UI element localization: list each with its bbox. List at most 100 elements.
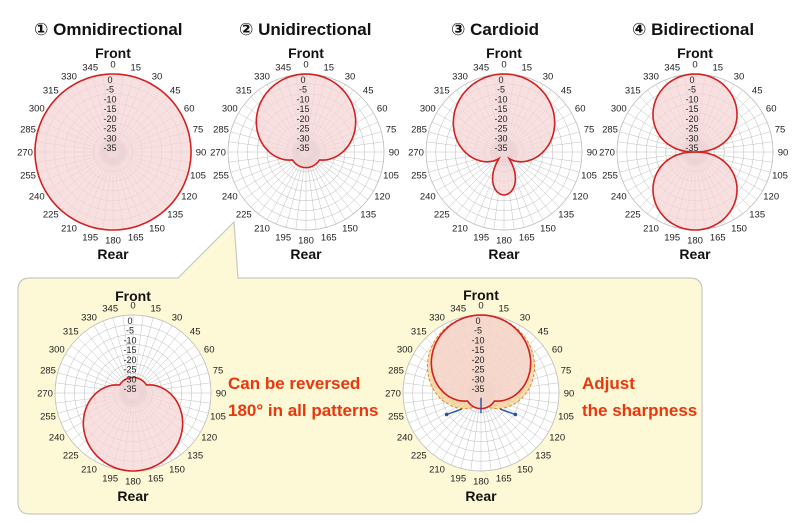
reversed-level-label: -20 — [123, 355, 136, 365]
uni-angle-label: 0 — [303, 60, 308, 71]
cardioid-grid-spoke — [456, 156, 501, 215]
omni-angle-label: 90 — [196, 148, 207, 159]
bi-angle-label: 270 — [599, 148, 615, 159]
reversed-grid-spoke — [133, 315, 144, 387]
uni-angle-label: 75 — [386, 125, 397, 136]
sharpness-level-label: -5 — [474, 326, 482, 336]
omni-angle-label: 120 — [181, 192, 197, 203]
cardioid-angle-label: 285 — [411, 125, 427, 136]
omni-level-label: -5 — [106, 85, 114, 95]
uni-grid-spoke — [243, 155, 302, 200]
bi-angle-label: 240 — [611, 192, 627, 203]
reversed-angle-label: 315 — [63, 326, 79, 337]
sharpness-angle-label: 270 — [385, 389, 401, 400]
uni-grid-spoke — [308, 157, 346, 220]
omni-angle-label: 45 — [170, 85, 181, 96]
reversed-level-label: -30 — [123, 374, 136, 384]
uni-angle-label: 330 — [254, 71, 270, 82]
sharpness-angle-label: 75 — [561, 366, 572, 377]
omni-angle-label: 165 — [128, 233, 144, 244]
uni-angle-label: 240 — [222, 192, 238, 203]
reversed-angle-label: 150 — [169, 465, 185, 476]
bi-angle-label: 180 — [687, 236, 703, 247]
bi-angle-label: 345 — [664, 63, 680, 74]
sharpness-angle-label: 330 — [429, 312, 445, 323]
reversed-grid-spoke — [136, 330, 181, 389]
reversed-angle-label: 240 — [49, 433, 65, 444]
uni-angle-label: 90 — [389, 148, 400, 159]
uni-angle-label: 135 — [360, 210, 376, 221]
sharpness-arrow-head — [513, 412, 518, 417]
cardioid-angle-label: 255 — [411, 170, 427, 181]
sharpness-level-label: -25 — [471, 365, 484, 375]
reversed-angle-label: 120 — [201, 433, 217, 444]
cardioid-angle-label: 120 — [572, 192, 588, 203]
sharpness-angle-label: 225 — [411, 451, 427, 462]
omni-level-label: -30 — [103, 133, 116, 143]
sharpness-angle-label: 315 — [411, 326, 427, 337]
bi-rear-label: Rear — [679, 246, 711, 262]
uni-angle-label: 150 — [342, 224, 358, 235]
omni-rear-label: Rear — [97, 246, 129, 262]
bi-angle-label: 135 — [749, 210, 765, 221]
sharpness-angle-label: 240 — [397, 433, 413, 444]
cardioid-angle-label: 150 — [540, 224, 556, 235]
sharpness-note-line2: the sharpness — [582, 401, 698, 420]
cardioid-angle-label: 15 — [522, 63, 533, 74]
reversed-angle-label: 165 — [148, 474, 164, 485]
sharpness-angle-label: 195 — [450, 474, 466, 485]
sharpness-angle-label: 15 — [499, 304, 510, 315]
cardioid-angle-label: 45 — [561, 85, 572, 96]
bi-angle-label: 255 — [602, 170, 618, 181]
uni-grid-spoke — [311, 154, 374, 192]
reversed-angle-label: 225 — [63, 451, 79, 462]
uni-angle-label: 180 — [298, 236, 314, 247]
cardioid-angle-label: 330 — [452, 71, 468, 82]
reversed-note: Can be reversed 180° in all patterns — [228, 370, 378, 424]
sharpness-angle-label: 0 — [478, 301, 483, 312]
cardioid-level-label: 0 — [498, 75, 503, 85]
sharpness-angle-label: 165 — [496, 474, 512, 485]
omni-level-label: -35 — [103, 143, 116, 153]
cardioid-angle-label: 180 — [496, 236, 512, 247]
reversed-grid-spoke — [134, 317, 154, 388]
sharpness-level-label: -15 — [471, 345, 484, 355]
bi-angle-label: 195 — [664, 233, 680, 244]
reversed-rear-label: Rear — [117, 488, 149, 504]
bi-angle-label: 45 — [752, 85, 763, 96]
sharpness-grid-spoke — [460, 398, 480, 469]
reversed-level-label: -15 — [123, 345, 136, 355]
cardioid-grid-spoke — [508, 156, 560, 208]
sharpness-note-line1: Adjust — [582, 374, 635, 393]
sharpness-angle-label: 135 — [535, 451, 551, 462]
bi-level-label: -35 — [685, 143, 698, 153]
uni-level-label: -15 — [296, 104, 309, 114]
cardioid-level-label: -25 — [494, 124, 507, 134]
omni-angle-label: 210 — [61, 224, 77, 235]
omni-angle-label: 195 — [82, 233, 98, 244]
cardioid-level-label: -20 — [494, 114, 507, 124]
bi-angle-label: 315 — [625, 85, 641, 96]
cardioid-angle-label: 60 — [575, 104, 586, 115]
sharpness-grid-spoke — [482, 398, 502, 469]
bi-angle-label: 105 — [772, 170, 788, 181]
sharpness-angle-label: 90 — [564, 389, 575, 400]
omni-level-label: -25 — [103, 124, 116, 134]
cardioid-angle-label: 30 — [543, 71, 554, 82]
bi-level-label: 0 — [689, 75, 694, 85]
bi-angle-label: 75 — [775, 125, 786, 136]
omni-angle-label: 0 — [110, 60, 115, 71]
reversed-grid-spoke — [138, 353, 201, 391]
bi-angle-label: 225 — [625, 210, 641, 221]
reversed-angle-label: 270 — [37, 389, 53, 400]
omni-angle-label: 345 — [82, 63, 98, 74]
omni-angle-label: 105 — [190, 170, 206, 181]
omni-level-label: -15 — [103, 104, 116, 114]
reversed-angle-label: 180 — [125, 477, 141, 488]
omni-level-label: 0 — [107, 75, 112, 85]
uni-level-label: -5 — [299, 85, 307, 95]
sharpness-rear-label: Rear — [465, 488, 497, 504]
sharpness-angle-label: 45 — [538, 326, 549, 337]
